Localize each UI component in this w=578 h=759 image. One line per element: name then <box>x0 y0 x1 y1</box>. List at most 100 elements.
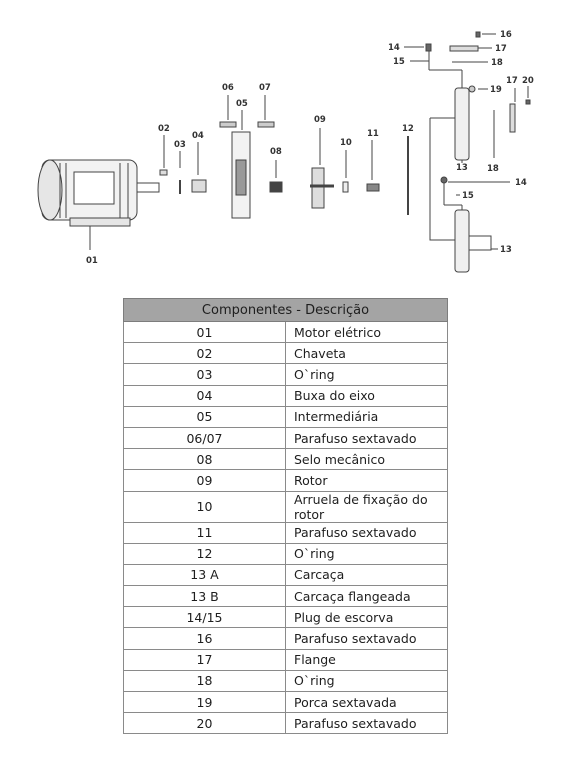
callout-15-top: 15 <box>393 57 405 67</box>
callout-06: 06 <box>222 83 234 93</box>
part-code: 09 <box>123 469 286 492</box>
part-code: 13 A <box>123 563 286 587</box>
part-description: O`ring <box>285 542 448 565</box>
part-code: 14/15 <box>123 606 286 629</box>
callout-11: 11 <box>367 129 379 139</box>
part-description: O`ring <box>285 669 448 693</box>
part-10-washer <box>342 150 349 193</box>
callout-02: 02 <box>158 124 170 134</box>
part-description: Selo mecânico <box>285 448 448 471</box>
callout-16: 16 <box>500 30 512 40</box>
part-code: 10 <box>123 490 286 523</box>
callout-05: 05 <box>236 99 248 109</box>
part-description: Arruela de fixação do rotor <box>285 490 448 523</box>
part-code: 19 <box>123 690 286 714</box>
callout-18-bottom: 18 <box>487 164 499 174</box>
callout-13-bottom: 13 <box>500 245 512 255</box>
part-description: Chaveta <box>285 342 448 365</box>
part-description: Porca sextavada <box>285 690 448 714</box>
part-description: Buxa do eixo <box>285 384 448 407</box>
top-assembly-parts <box>404 31 531 158</box>
callout-04: 04 <box>192 131 204 141</box>
callout-08: 08 <box>270 147 282 157</box>
part-description: Parafuso sextavado <box>285 712 448 735</box>
callout-03: 03 <box>174 140 186 150</box>
callout-13-top: 13 <box>456 163 468 173</box>
part-code: 01 <box>123 320 286 344</box>
callout-12: 12 <box>402 124 414 134</box>
part-code: 12 <box>123 542 286 565</box>
table-header: Componentes - Descrição <box>123 298 448 322</box>
part-08-seal <box>269 160 283 193</box>
callout-14-top: 14 <box>388 43 400 53</box>
callout-17-right: 17 <box>506 76 518 86</box>
part-01-motor <box>37 159 160 250</box>
part-description: Intermediária <box>285 405 448 428</box>
callout-07: 07 <box>259 83 271 93</box>
part-code: 03 <box>123 363 286 386</box>
callout-01: 01 <box>86 256 98 266</box>
callout-09: 09 <box>314 115 326 125</box>
part-code: 13 B <box>123 585 286 608</box>
part-description: Parafuso sextavado <box>285 627 448 650</box>
part-13b-flanged-casing <box>454 209 498 273</box>
part-code: 06/07 <box>123 426 286 450</box>
part-code: 18 <box>123 669 286 693</box>
part-12-oring <box>407 117 455 241</box>
part-05-intermediate <box>231 110 251 219</box>
callout-19: 19 <box>490 85 502 95</box>
exploded-view-diagram: 01 02 03 04 05 06 07 08 09 10 11 12 13 1… <box>37 30 534 273</box>
part-code: 20 <box>123 712 286 735</box>
part-06-07-bolts <box>219 95 275 128</box>
part-description: Parafuso sextavado <box>285 426 448 450</box>
callout-18-top: 18 <box>491 58 503 68</box>
part-09-impeller <box>310 128 334 209</box>
part-code: 08 <box>123 448 286 471</box>
part-code: 04 <box>123 384 286 407</box>
callout-10: 10 <box>340 138 352 148</box>
part-description: Carcaça <box>285 563 448 587</box>
part-description: Parafuso sextavado <box>285 521 448 544</box>
part-description: Carcaça flangeada <box>285 585 448 608</box>
part-description: Flange <box>285 648 448 671</box>
part-description: Motor elétrico <box>285 320 448 344</box>
part-code: 02 <box>123 342 286 365</box>
part-code: 11 <box>123 521 286 544</box>
part-description: Rotor <box>285 469 448 492</box>
part-04-bushing <box>191 142 207 193</box>
part-code: 17 <box>123 648 286 671</box>
part-13a-casing <box>454 87 470 163</box>
part-code: 05 <box>123 405 286 428</box>
callout-15-bottom: 15 <box>462 191 474 201</box>
callout-17-top: 17 <box>495 44 507 54</box>
part-description: Plug de escorva <box>285 606 448 629</box>
part-11-bolt <box>366 140 380 192</box>
part-02-key <box>159 135 168 176</box>
callout-20: 20 <box>522 76 534 86</box>
callout-14-bottom: 14 <box>515 178 527 188</box>
part-description: O`ring <box>285 363 448 386</box>
lower-plug-parts <box>440 176 510 210</box>
part-code: 16 <box>123 627 286 650</box>
